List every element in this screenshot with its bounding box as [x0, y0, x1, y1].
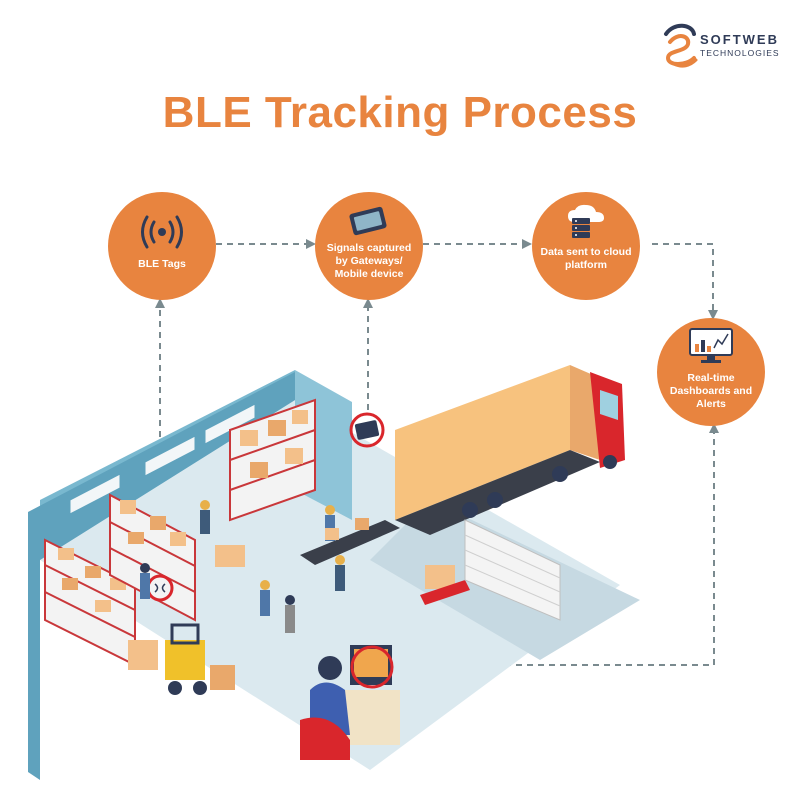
logo-name: SOFTWEB — [700, 32, 779, 47]
step-ble-tags: BLE Tags — [108, 192, 216, 300]
gateway-device-icon — [354, 420, 380, 440]
arrowhead-up — [155, 298, 165, 308]
delivery-truck — [395, 365, 625, 535]
logo-subtitle: TECHNOLOGIES — [700, 48, 780, 58]
shelving-rack-middle — [109, 493, 196, 622]
window — [69, 473, 121, 515]
arrowhead-right — [306, 239, 316, 249]
shelving-rack-back — [229, 398, 316, 522]
connector-cloud-to-dashboard — [652, 243, 714, 310]
tablet-icon — [349, 206, 387, 236]
dock-door — [464, 519, 561, 621]
window — [144, 435, 196, 477]
arrowhead-up — [363, 298, 373, 308]
window — [204, 403, 256, 445]
step-cloud: Data sent to cloud platform — [532, 192, 640, 300]
pallet-jack — [420, 565, 470, 605]
step-gateways: Signals captured by Gateways/ Mobile dev… — [315, 192, 423, 300]
step-label: BLE Tags — [138, 258, 186, 270]
step-label: Real-time Dashboards and Alerts — [669, 372, 753, 410]
page-title: BLE Tracking Process — [162, 88, 638, 137]
arrowhead-down — [708, 310, 718, 320]
gateway-highlight — [349, 412, 385, 448]
box-stack — [215, 545, 245, 567]
softweb-logo-mark-icon — [664, 23, 698, 68]
operator-workstation — [300, 645, 400, 760]
forklift — [128, 623, 235, 695]
step-dashboards: Real-time Dashboards and Alerts — [657, 318, 765, 426]
step-label: Signals captured by Gateways/ Mobile dev… — [326, 242, 412, 280]
dashboard-highlight — [350, 645, 394, 689]
ble-tag-signal-icon — [154, 583, 166, 593]
ble-signal-icon — [141, 215, 183, 249]
shelving-rack-left — [44, 538, 136, 667]
conveyor-belt — [300, 518, 400, 565]
arrowhead-up — [709, 423, 719, 433]
warehouse-floor — [40, 400, 620, 770]
step-label: Data sent to cloud platform — [540, 246, 632, 271]
arrowhead-right — [522, 239, 532, 249]
logo-text: SOFTWEB TECHNOLOGIES — [700, 32, 780, 58]
cloud-server-icon — [568, 204, 604, 238]
connector-dashboard-return — [395, 433, 715, 666]
dashboard-monitor-icon — [689, 328, 733, 363]
softweb-logo: SOFTWEB TECHNOLOGIES — [660, 20, 790, 70]
